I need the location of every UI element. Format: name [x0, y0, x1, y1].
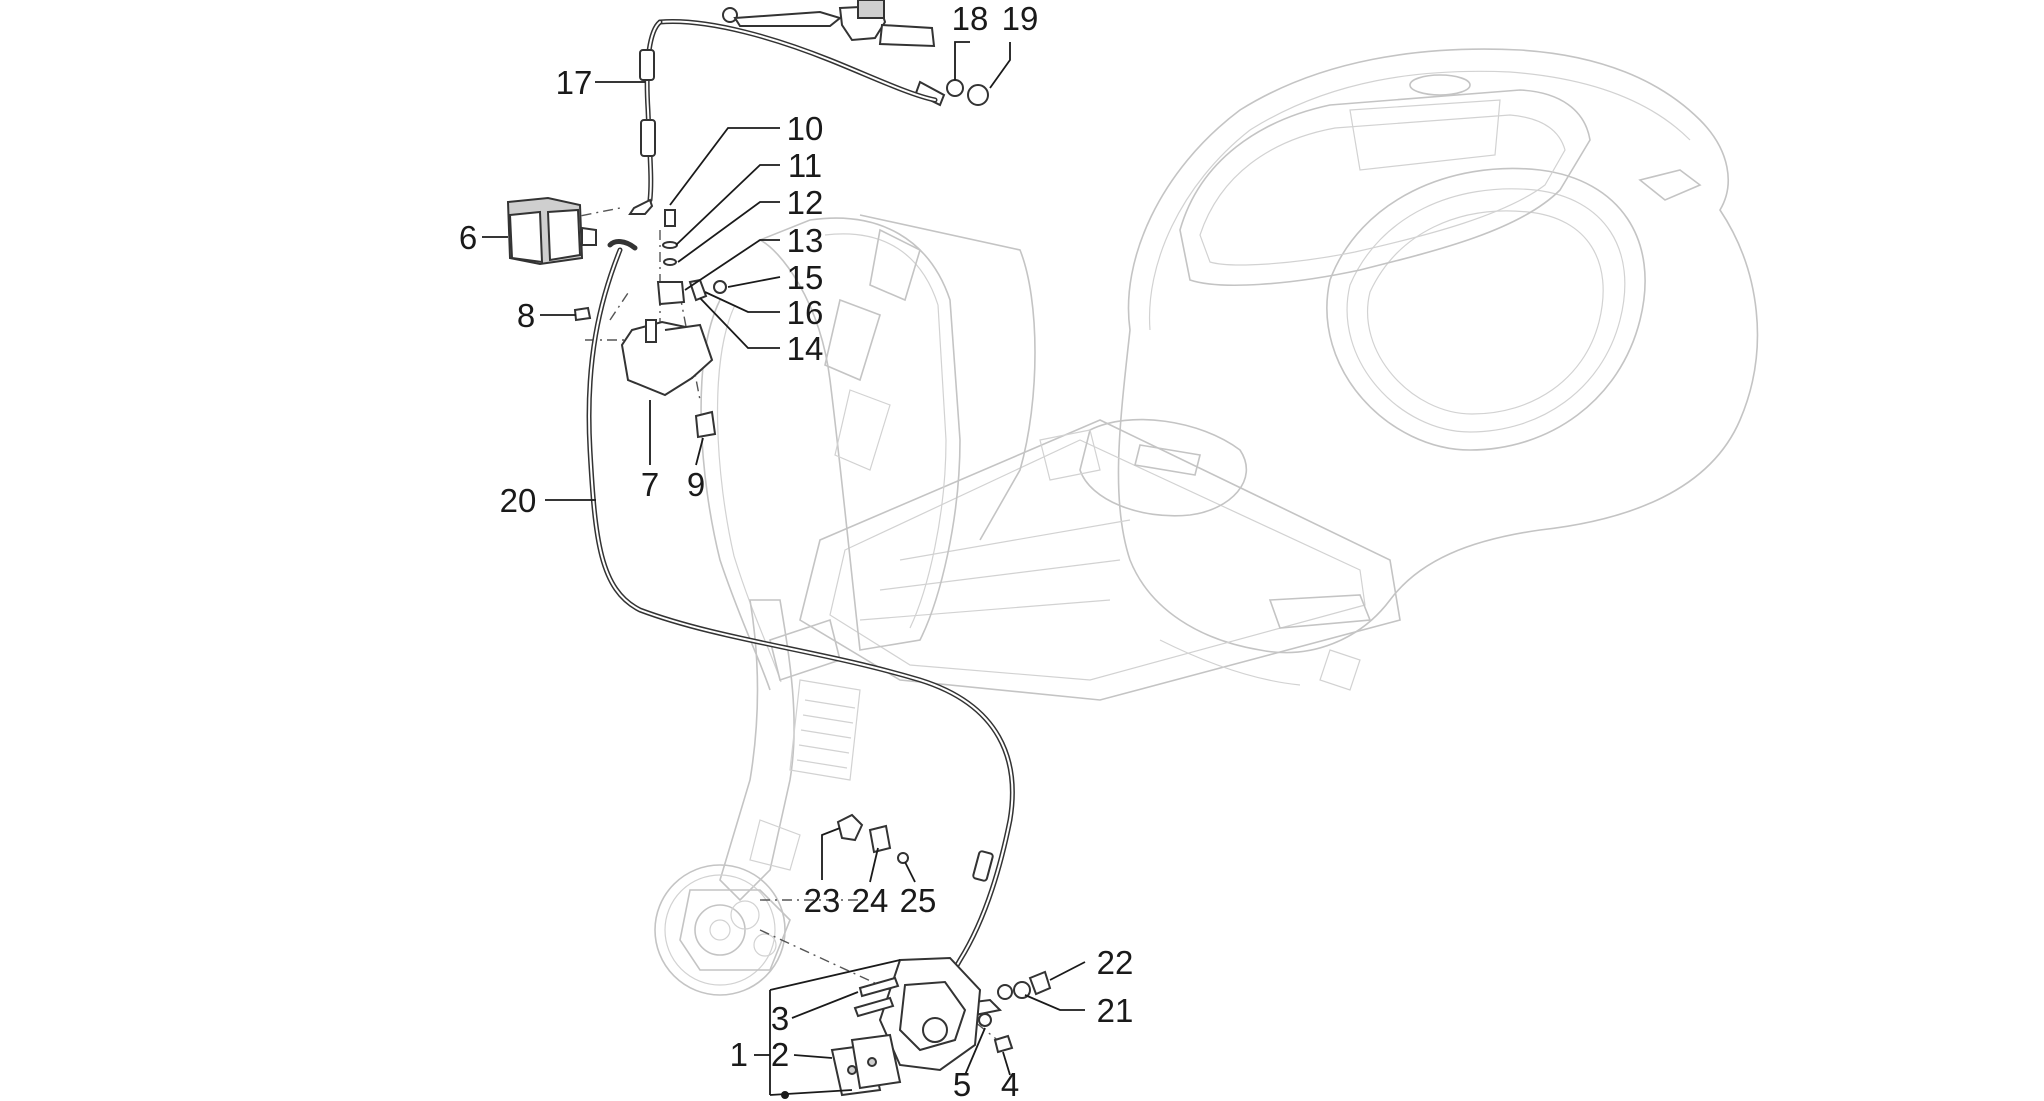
callout-22: 22: [1097, 944, 1134, 981]
callout-5: 5: [953, 1066, 971, 1101]
callout-11: 11: [788, 147, 822, 184]
callout-19: 19: [1002, 0, 1039, 37]
modulator-bracket: [573, 306, 717, 439]
scooter-body-outline: [654, 48, 1759, 996]
callout-21: 21: [1097, 992, 1134, 1029]
callout-14: 14: [787, 330, 824, 367]
callout-24: 24: [852, 882, 889, 919]
callout-leader-lines: [482, 41, 1086, 1099]
callout-6: 6: [459, 219, 477, 256]
callout-13: 13: [787, 222, 824, 259]
callout-15: 15: [787, 259, 824, 296]
hose-fittings: [656, 209, 727, 306]
hose-clips: [836, 813, 909, 864]
callout-17: 17: [556, 64, 593, 101]
callout-labels: 1 2 3 4 5 6 7 8 9 10 11 12 13 14 15 16 1…: [459, 0, 1134, 1101]
callout-8: 8: [517, 297, 535, 334]
callout-23: 23: [804, 882, 841, 919]
callout-3: 3: [771, 1000, 789, 1037]
callout-9: 9: [687, 466, 705, 503]
callout-4: 4: [1001, 1066, 1019, 1101]
callout-2: 2: [771, 1036, 789, 1073]
callout-7: 7: [641, 466, 659, 503]
callout-20: 20: [500, 482, 537, 519]
master-cylinder-assembly: [722, 0, 989, 107]
callout-18: 18: [952, 0, 989, 37]
callout-16: 16: [787, 294, 824, 331]
callout-1: 1: [730, 1036, 748, 1073]
callout-12: 12: [787, 184, 824, 221]
abs-modulator-unit: [506, 196, 597, 266]
brake-hose-upper: [628, 19, 938, 215]
callout-10: 10: [787, 110, 824, 147]
brake-caliper-assembly: [830, 956, 1052, 1097]
callout-25: 25: [900, 882, 937, 919]
